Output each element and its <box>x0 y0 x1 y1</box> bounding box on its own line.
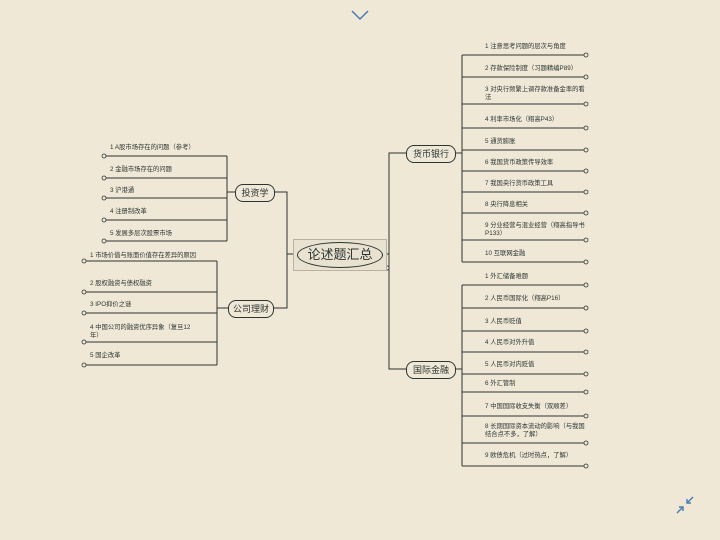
corp-item-handle[interactable] <box>81 310 87 316</box>
connector-money <box>385 152 406 255</box>
intl-item-8[interactable]: 8 长期国际资本流动的影响（与我国结合点不多，了解） <box>485 423 585 438</box>
branch-invest[interactable]: 投资学 <box>235 184 275 202</box>
money-item-handle[interactable] <box>583 52 589 58</box>
intl-item-3[interactable]: 3 人民币贬值 <box>485 318 522 325</box>
corp-item-5[interactable]: 5 国企改革 <box>90 352 121 359</box>
money-item-4[interactable]: 4 利率市场化（翔高P43） <box>485 116 559 123</box>
invest-item-3[interactable]: 3 沪港通 <box>110 187 135 194</box>
invest-item-handle[interactable] <box>101 217 107 223</box>
intl-item-1[interactable]: 1 外汇储备难题 <box>485 273 529 280</box>
money-item-handle[interactable] <box>583 147 589 153</box>
corp-item-handle[interactable] <box>81 362 87 368</box>
intl-item-handle[interactable] <box>583 389 589 395</box>
invest-item-handle[interactable] <box>101 175 107 181</box>
corp-item-handle[interactable] <box>81 289 87 295</box>
intl-item-6[interactable]: 6 外汇管制 <box>485 380 516 387</box>
intl-item-4[interactable]: 4 人民币对外升值 <box>485 339 535 346</box>
corp-item-handle[interactable] <box>81 339 87 345</box>
corp-item-4[interactable]: 4 中国公司的融资优序异象（复旦12年） <box>90 324 191 339</box>
intl-item-handle[interactable] <box>583 282 589 288</box>
intl-item-handle[interactable] <box>583 440 589 446</box>
invest-item-4[interactable]: 4 注册制改革 <box>110 208 147 215</box>
money-item-handle[interactable] <box>583 210 589 216</box>
corp-item-1[interactable]: 1 市场价值与账面价值存在差异的原因 <box>90 252 197 259</box>
money-item-handle[interactable] <box>583 189 589 195</box>
money-item-7[interactable]: 7 我国央行货币政策工具 <box>485 180 554 187</box>
money-item-8[interactable]: 8 央行降息相关 <box>485 201 529 208</box>
money-item-handle[interactable] <box>583 101 589 107</box>
corp-item-3[interactable]: 3 IPO抑价之谜 <box>90 301 132 308</box>
collapse-arrows-icon[interactable] <box>676 496 694 514</box>
invest-item-1[interactable]: 1 A股市场存在的问题（参考） <box>110 144 195 151</box>
money-item-2[interactable]: 2 存款保险制度（习题精编P89） <box>485 65 578 72</box>
intl-item-9[interactable]: 9 欧债危机（过时热点，了解） <box>485 452 573 459</box>
intl-item-7[interactable]: 7 中国国际收支失衡（双顺差） <box>485 403 573 410</box>
money-item-handle[interactable] <box>583 168 589 174</box>
money-item-handle[interactable] <box>583 74 589 80</box>
money-item-6[interactable]: 6 我国货币政策传导效率 <box>485 159 554 166</box>
intl-item-handle[interactable] <box>583 371 589 377</box>
money-item-5[interactable]: 5 通货膨胀 <box>485 138 516 145</box>
chevron-down-icon[interactable] <box>350 8 370 22</box>
money-item-1[interactable]: 1 注意思考问题的层次与角度 <box>485 43 566 50</box>
intl-item-handle[interactable] <box>583 305 589 311</box>
money-item-handle[interactable] <box>583 259 589 265</box>
money-item-10[interactable]: 10 互联网金融 <box>485 250 526 257</box>
connector-invest <box>273 191 293 255</box>
intl-item-handle[interactable] <box>583 463 589 469</box>
money-item-9[interactable]: 9 分业经营与混业经营（翔高指导书P133） <box>485 222 585 237</box>
money-item-handle[interactable] <box>583 125 589 131</box>
connector-corp <box>272 253 293 309</box>
intl-item-handle[interactable] <box>583 349 589 355</box>
invest-item-5[interactable]: 5 发展多层次股票市场 <box>110 230 172 237</box>
corp-item-handle[interactable] <box>81 258 87 264</box>
invest-item-handle[interactable] <box>101 195 107 201</box>
money-item-handle[interactable] <box>583 237 589 243</box>
intl-item-5[interactable]: 5 人民币对内贬值 <box>485 361 535 368</box>
root-node-selection[interactable]: 论述题汇总 <box>293 239 387 271</box>
branch-money[interactable]: 货币银行 <box>406 145 456 163</box>
invest-item-2[interactable]: 2 金融市场存在的问题 <box>110 166 172 173</box>
intl-item-handle[interactable] <box>583 413 589 419</box>
invest-item-handle[interactable] <box>101 153 107 159</box>
root-node[interactable]: 论述题汇总 <box>297 242 383 268</box>
branch-corp[interactable]: 公司理财 <box>228 300 274 318</box>
money-item-3[interactable]: 3 对央行频繁上调存款准备金率的看法 <box>485 86 585 101</box>
connector-intl <box>385 253 406 370</box>
intl-item-2[interactable]: 2 人民币国际化（翔高P16） <box>485 295 565 302</box>
corp-item-2[interactable]: 2 股权融资与债权融资 <box>90 280 152 287</box>
invest-item-handle[interactable] <box>101 238 107 244</box>
intl-item-handle[interactable] <box>583 328 589 334</box>
branch-intl[interactable]: 国际金融 <box>406 361 456 379</box>
